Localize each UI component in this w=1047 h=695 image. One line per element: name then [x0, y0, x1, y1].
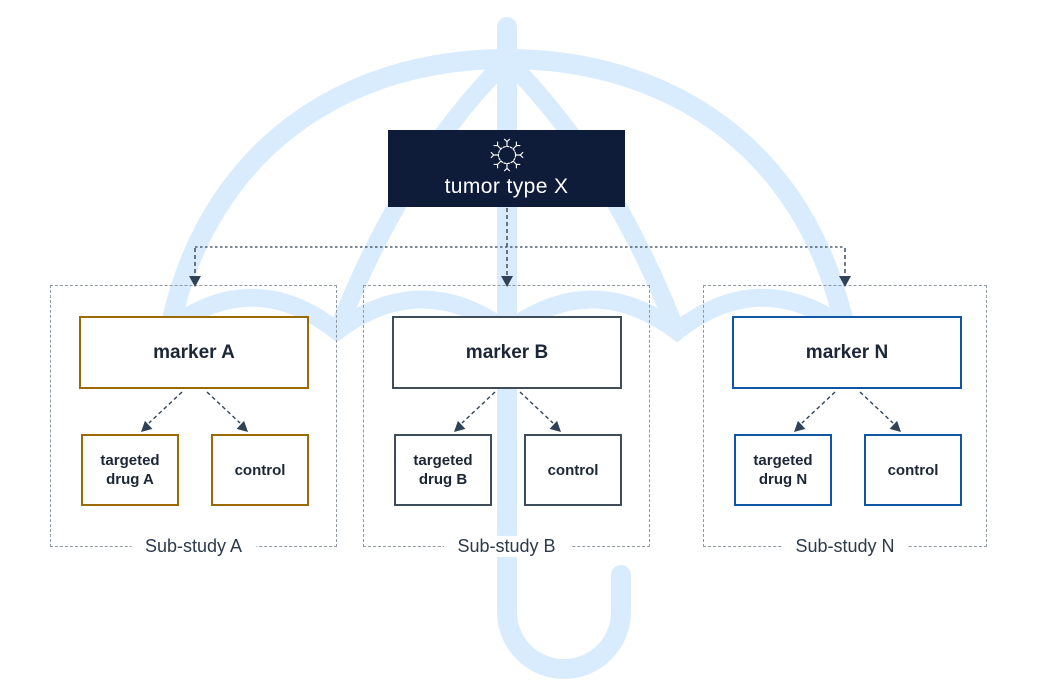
control-a-box: control — [211, 434, 309, 506]
marker-a-label: marker A — [153, 341, 235, 363]
targeted-drug-b-box: targeted drug B — [394, 434, 492, 506]
tumor-type-node: tumor type X — [388, 130, 625, 207]
marker-n-label: marker N — [805, 341, 889, 363]
targeted-drug-a-label: targeted drug A — [100, 451, 160, 489]
targeted-drug-b-label: targeted drug B — [413, 451, 473, 489]
marker-a-box: marker A — [79, 316, 309, 389]
control-b-box: control — [524, 434, 622, 506]
marker-n-box: marker N — [732, 316, 962, 389]
control-n-box: control — [864, 434, 962, 506]
control-a-label: control — [234, 461, 286, 479]
targeted-drug-a-box: targeted drug A — [81, 434, 179, 506]
marker-b-label: marker B — [465, 341, 549, 363]
substudy-b-container: marker B targeted drug B control Sub-stu… — [363, 285, 650, 557]
substudy-n-caption: Sub-study N — [781, 535, 909, 557]
umbrella-pole-and-hook — [497, 50, 631, 679]
substudy-n-branch-arrows — [794, 391, 901, 432]
substudy-a-container: marker A targeted drug A control Sub-stu… — [50, 285, 337, 557]
targeted-drug-n-box: targeted drug N — [734, 434, 832, 506]
control-n-label: control — [887, 461, 939, 479]
substudy-b-branch-arrows — [454, 391, 561, 432]
control-b-label: control — [547, 461, 599, 479]
tumor-type-label: tumor type X — [444, 175, 569, 198]
substudy-n-container: marker N targeted drug N control Sub-stu… — [703, 285, 987, 557]
virus-icon — [490, 138, 523, 172]
marker-b-box: marker B — [392, 316, 622, 389]
substudy-a-branch-arrows — [141, 391, 248, 432]
substudy-b-caption: Sub-study B — [443, 535, 570, 557]
substudy-a-caption: Sub-study A — [130, 535, 257, 557]
targeted-drug-n-label: targeted drug N — [753, 451, 813, 489]
